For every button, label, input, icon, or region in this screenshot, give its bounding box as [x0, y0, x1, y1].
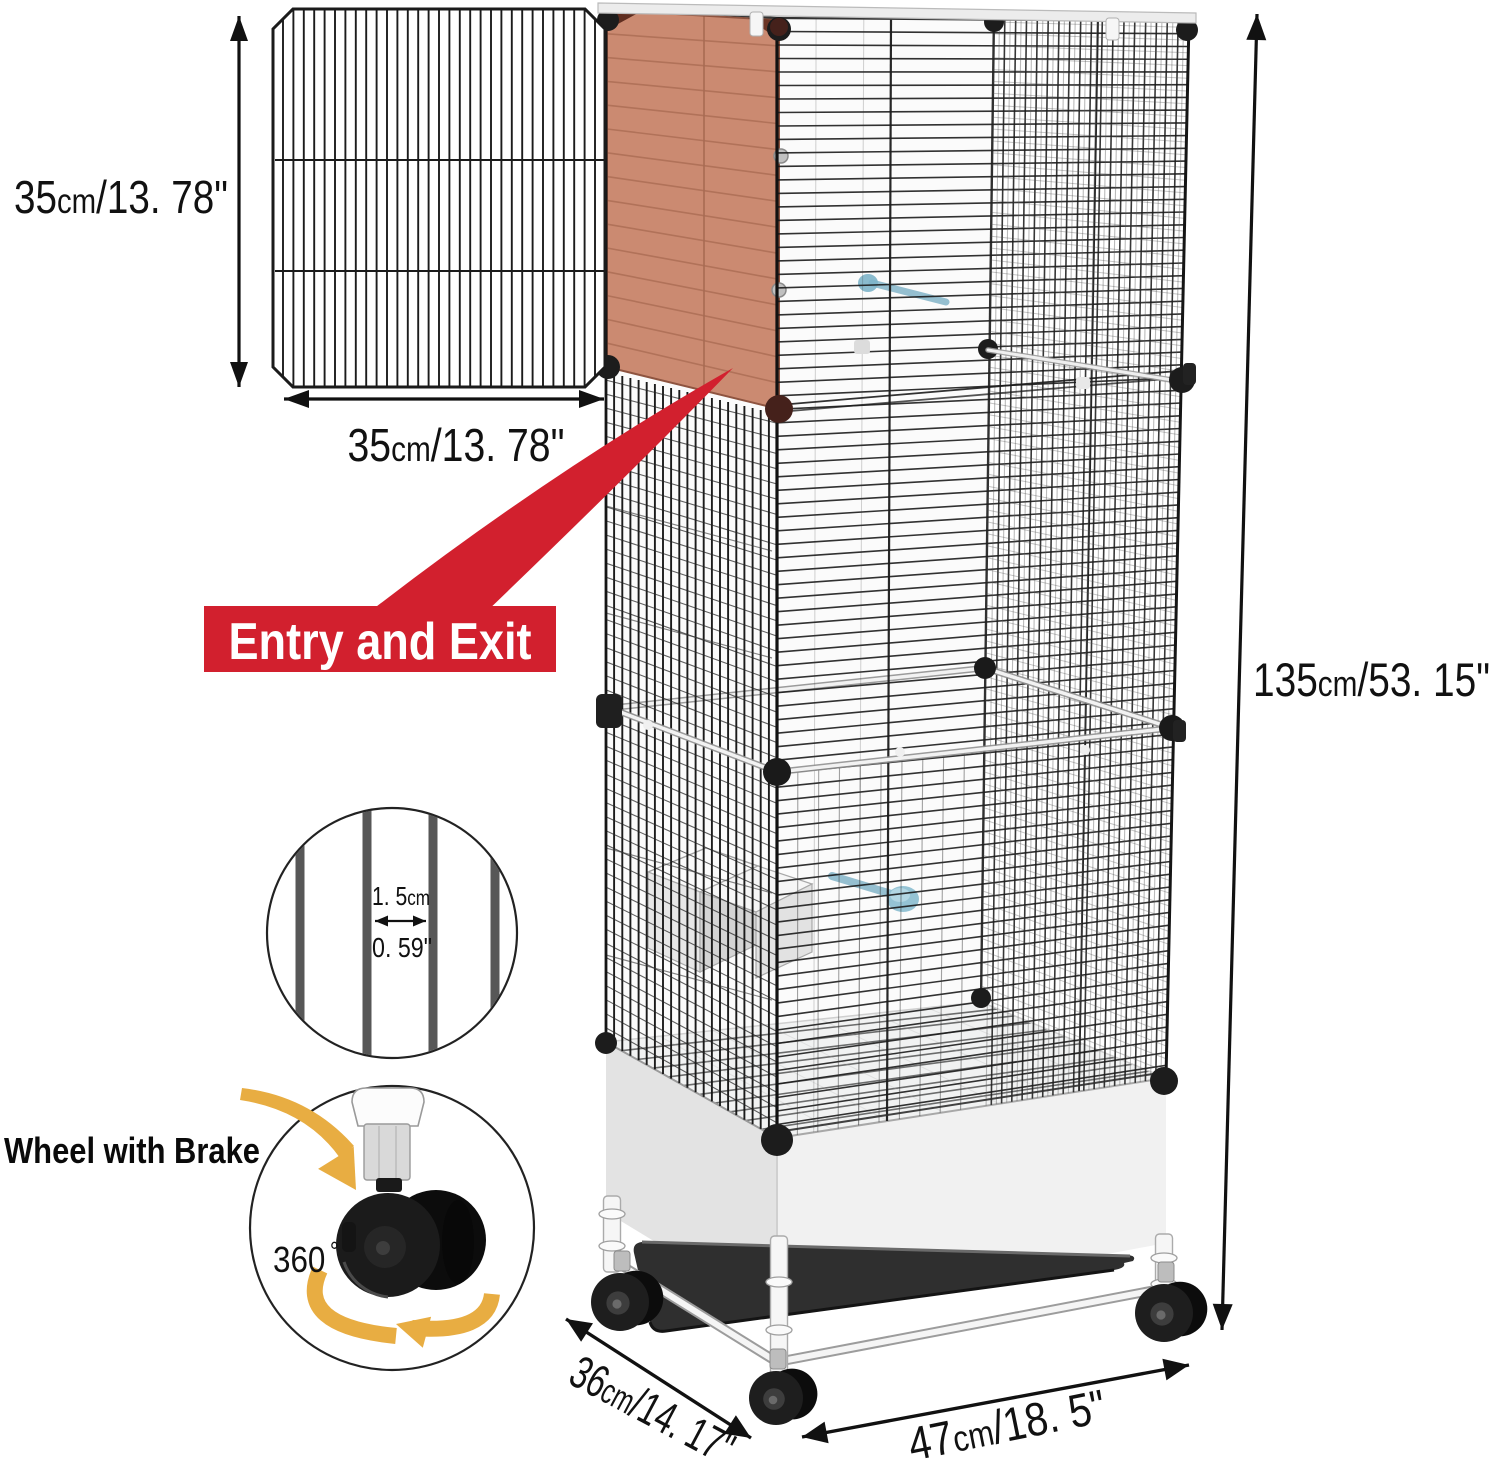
svg-text:35cm/13. 78": 35cm/13. 78" [14, 171, 228, 223]
svg-text:Entry and Exit: Entry and Exit [229, 613, 532, 671]
svg-text:135cm/53. 15": 135cm/53. 15" [1253, 653, 1490, 706]
svg-text:35cm/13. 78": 35cm/13. 78" [348, 419, 565, 471]
svg-text:Wheel with Brake: Wheel with Brake [4, 1130, 260, 1171]
svg-text:0. 59": 0. 59" [372, 932, 432, 963]
